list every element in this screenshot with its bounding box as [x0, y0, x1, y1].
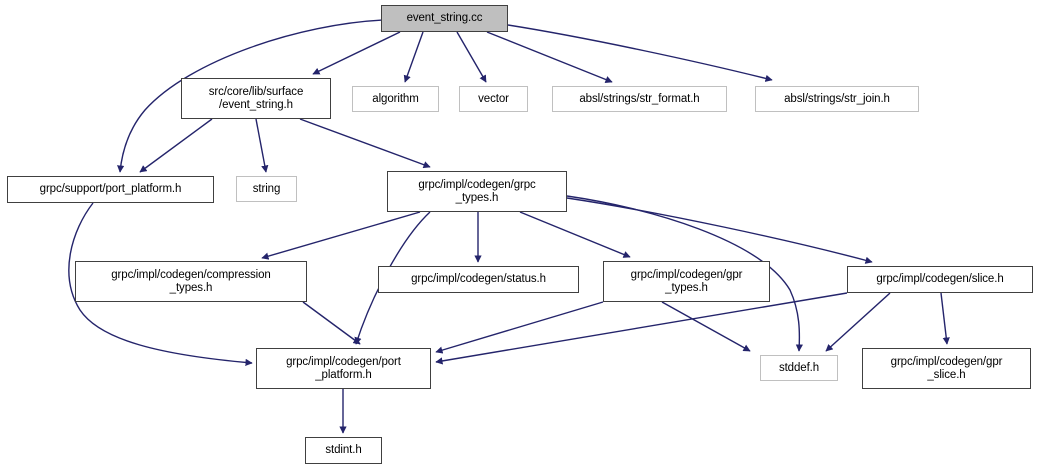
edge-event_string_cc-to-vector [456, 31, 487, 83]
edge-event_string_cc-to-str_join [507, 24, 773, 82]
edge-grpc_types-to-gpr_types [519, 211, 631, 258]
graph-node-event_string_cc[interactable]: event_string.cc [381, 5, 508, 32]
edge-gpr_types-to-stddef [661, 301, 751, 352]
edge-compression_types-to-codegen_port_platform [302, 301, 361, 345]
edge-event_string_cc-to-str_format [486, 31, 613, 83]
edge-event_string_h-to-grpc_types [299, 118, 431, 169]
graph-node-string[interactable]: string [236, 176, 297, 202]
edge-grpc_types-to-slice [566, 197, 873, 264]
edge-event_string_cc-to-event_string_h [312, 31, 401, 75]
graph-node-str_format[interactable]: absl/strings/str_format.h [552, 86, 727, 112]
graph-node-event_string_h[interactable]: src/core/lib/surface /event_string.h [181, 78, 331, 119]
edge-event_string_h-to-support_port_platform [139, 118, 213, 173]
graph-node-vector[interactable]: vector [459, 86, 528, 112]
graph-node-algorithm[interactable]: algorithm [352, 86, 439, 112]
graph-node-gpr_types[interactable]: grpc/impl/codegen/gpr _types.h [603, 261, 770, 302]
edge-slice-to-stddef [825, 292, 891, 352]
graph-node-codegen_port_platform[interactable]: grpc/impl/codegen/port _platform.h [256, 348, 431, 389]
graph-node-str_join[interactable]: absl/strings/str_join.h [755, 86, 919, 112]
graph-node-grpc_types[interactable]: grpc/impl/codegen/grpc _types.h [387, 171, 567, 212]
edge-grpc_types-to-compression_types [261, 211, 421, 260]
edge-event_string_cc-to-algorithm [403, 31, 424, 83]
edge-slice-to-gpr_slice [940, 292, 950, 345]
graph-node-compression_types[interactable]: grpc/impl/codegen/compression _types.h [75, 261, 307, 302]
graph-node-stdint[interactable]: stdint.h [305, 437, 382, 464]
edge-slice-to-codegen_port_platform [435, 292, 848, 365]
graph-node-support_port_platform[interactable]: grpc/support/port_platform.h [7, 176, 214, 203]
graph-node-status[interactable]: grpc/impl/codegen/status.h [378, 266, 579, 293]
edge-event_string_h-to-string [255, 118, 269, 173]
edge-gpr_types-to-codegen_port_platform [435, 301, 604, 354]
graph-node-gpr_slice[interactable]: grpc/impl/codegen/gpr _slice.h [862, 348, 1031, 389]
graph-node-slice[interactable]: grpc/impl/codegen/slice.h [847, 266, 1033, 293]
graph-node-stddef[interactable]: stddef.h [760, 355, 838, 381]
